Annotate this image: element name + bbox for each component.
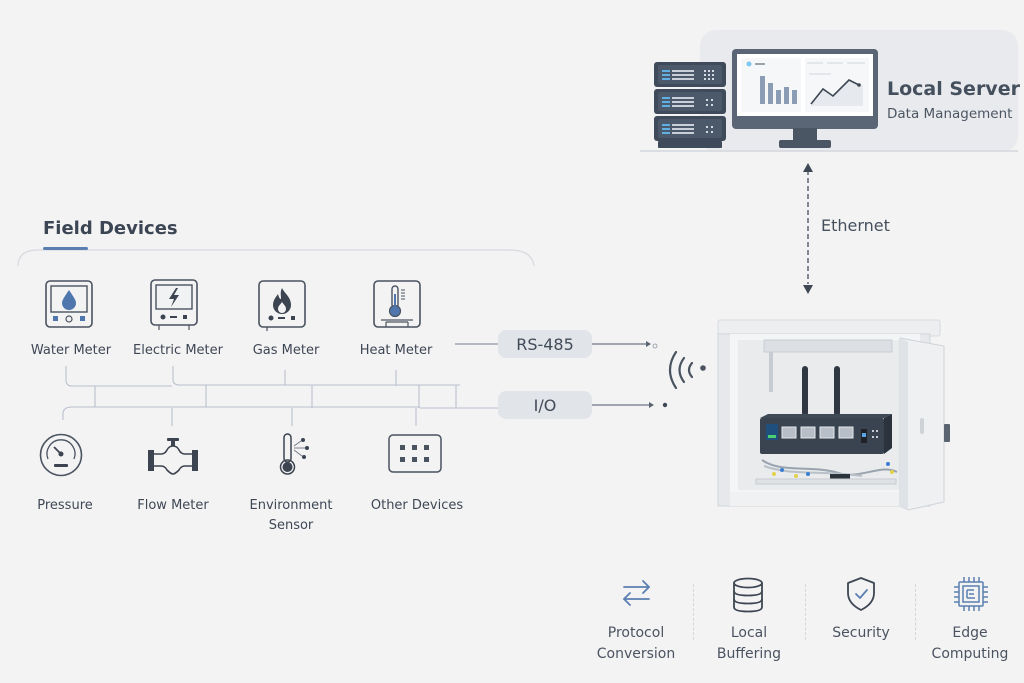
- row1-bus: [62, 366, 498, 426]
- device-label-environment-sensor-line2: Sensor: [268, 518, 314, 533]
- protocol-pill-io: I/O: [498, 391, 592, 419]
- electric-meter-icon: [150, 279, 198, 330]
- heat-meter-icon: [373, 280, 421, 328]
- local-server-subtitle: Data Management: [887, 106, 1013, 122]
- feature-divider: [693, 584, 694, 640]
- flow-valve-icon: [148, 438, 198, 475]
- gas-meter-icon: [258, 280, 306, 331]
- device-label-gas-meter: Gas Meter: [252, 343, 320, 358]
- server-rack-icon: [654, 62, 726, 148]
- field-devices-bracket: [17, 249, 535, 267]
- field-devices-underline: [43, 247, 88, 250]
- device-label-environment-sensor-line1: Environment: [249, 498, 333, 513]
- server-baseline: [640, 150, 1018, 152]
- device-label-heat-meter: Heat Meter: [359, 343, 433, 358]
- water-meter-icon: [45, 280, 93, 328]
- device-label-pressure: Pressure: [37, 498, 93, 513]
- feature-label-local-buffering-line1: Local: [730, 625, 768, 641]
- feature-divider: [915, 584, 916, 640]
- device-label-water-meter: Water Meter: [30, 343, 112, 358]
- wireless-signal-icon: [668, 350, 706, 390]
- feature-label-local-buffering-line2: Buffering: [716, 646, 782, 662]
- device-label-electric-meter: Electric Meter: [133, 343, 223, 358]
- local-server-title: Local Server: [887, 78, 1020, 100]
- pressure-gauge-icon: [39, 433, 83, 477]
- feature-label-edge-computing-line1: Edge: [952, 625, 988, 641]
- monitor-dashboard-icon: [732, 49, 878, 148]
- swap-arrows-icon: [623, 580, 650, 606]
- environment-sensor-icon: [279, 433, 309, 475]
- shield-check-icon: [847, 577, 875, 611]
- feature-label-security: Security: [832, 625, 890, 641]
- other-devices-icon: [388, 434, 442, 473]
- device-label-other-devices: Other Devices: [370, 498, 464, 513]
- cpu-chip-icon: [954, 577, 988, 611]
- device-label-flow-meter: Flow Meter: [137, 498, 209, 513]
- ethernet-label: Ethernet: [821, 216, 890, 235]
- protocol-pill-rs485: RS-485: [498, 330, 592, 358]
- database-icon: [733, 577, 763, 613]
- feature-label-protocol-conversion-line2: Conversion: [596, 646, 676, 662]
- feature-label-edge-computing-line2: Computing: [931, 646, 1009, 662]
- field-devices-title: Field Devices: [43, 218, 178, 239]
- feature-label-protocol-conversion-line1: Protocol: [607, 625, 665, 641]
- edge-gateway-cabinet: [717, 319, 950, 511]
- feature-divider: [805, 584, 806, 640]
